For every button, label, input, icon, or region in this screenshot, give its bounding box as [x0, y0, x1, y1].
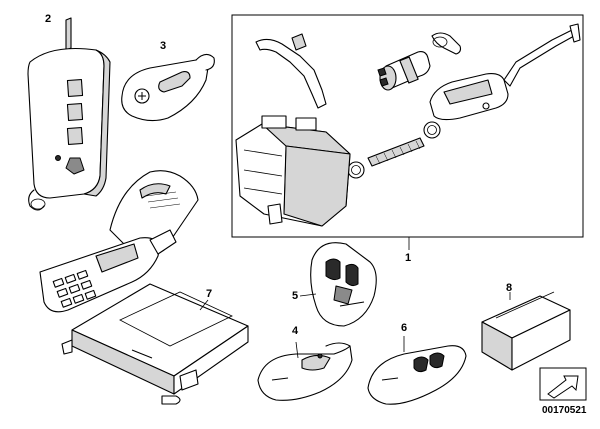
callout-8: 8 [506, 282, 513, 294]
diagram-id: 00170521 [542, 405, 587, 416]
callout-2: 2 [45, 13, 52, 25]
remote-key-small [257, 342, 353, 401]
battery-block [481, 291, 571, 371]
remote-key-six [367, 345, 467, 405]
group-1-frame [231, 14, 584, 250]
callout-7: 7 [206, 288, 213, 300]
callout-6: 6 [401, 322, 408, 334]
remote-key-two-button [310, 242, 377, 327]
control-unit-box [61, 283, 249, 405]
phone-keypad [52, 269, 97, 308]
key-fob-small [121, 53, 215, 122]
callout-1: 1 [405, 252, 412, 264]
reference-arrow-icon [539, 367, 587, 401]
callout-5: 5 [292, 290, 299, 302]
callout-leaders [199, 292, 511, 359]
parking-heater-assembly [235, 23, 581, 227]
flip-phone [39, 170, 199, 313]
callout-3: 3 [160, 40, 167, 52]
remote-transmitter-tall [27, 17, 111, 211]
callout-4: 4 [292, 325, 299, 337]
